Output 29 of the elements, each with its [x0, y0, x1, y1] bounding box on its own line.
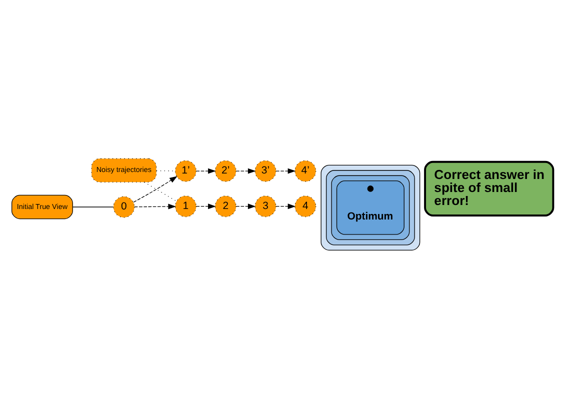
node-circle: 2’: [214, 160, 236, 182]
node-box: Correct answer in spite of small error!: [424, 160, 554, 216]
arrow: [236, 204, 256, 210]
arrow: [236, 168, 256, 174]
arrow: [196, 168, 216, 174]
node-circle: 4’: [294, 160, 316, 182]
arrow: [196, 204, 216, 210]
node-label: Optimum: [347, 211, 394, 222]
node-circle: 0: [113, 196, 135, 218]
node-circle: 3’: [254, 160, 276, 182]
node-circle: 3: [254, 196, 276, 218]
cluster: [331, 175, 410, 240]
arrow: [276, 168, 296, 174]
cluster: [320, 164, 420, 250]
connector: [156, 170, 176, 172]
node-circle: 2: [214, 196, 236, 218]
cluster: [326, 170, 415, 246]
node-box: Noisy trajectories: [91, 158, 157, 182]
connector: [144, 182, 177, 202]
arrow: [276, 204, 296, 210]
node-circle: [367, 186, 374, 192]
node-circle: 4: [294, 196, 316, 218]
cluster: [336, 180, 404, 235]
node-box: Initial True View: [11, 194, 73, 220]
arrow: [133, 176, 178, 203]
arrow: [134, 204, 176, 210]
connector: [72, 206, 114, 208]
node-circle: 1: [174, 196, 197, 218]
node-circle: 1’: [174, 160, 197, 182]
